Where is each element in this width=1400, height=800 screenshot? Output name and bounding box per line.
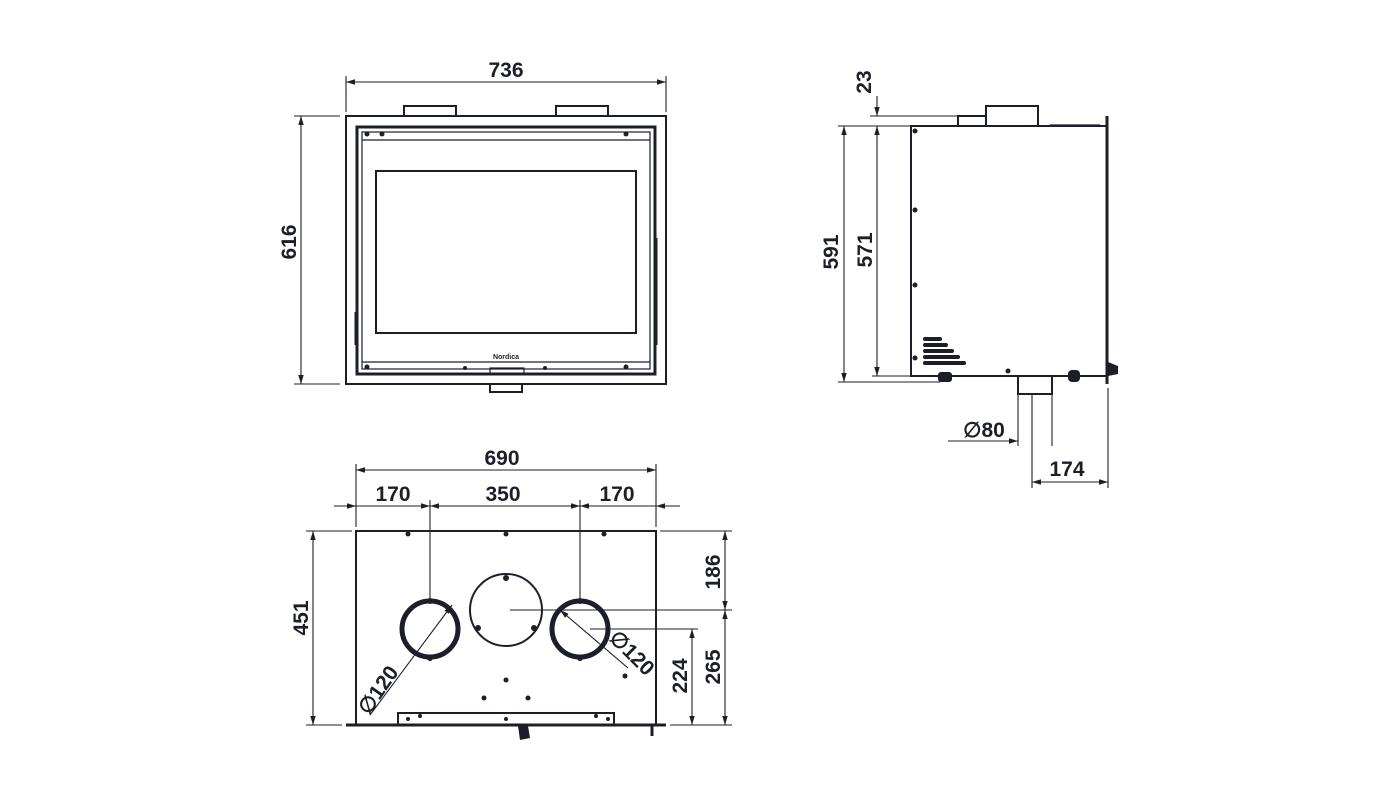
dim-label-350: 350 xyxy=(485,483,520,506)
screw-icon xyxy=(606,717,610,721)
screw-icon xyxy=(912,207,918,213)
front-ash-tray xyxy=(489,367,525,375)
left-outlet-ring xyxy=(399,598,461,660)
dim-label-left-outlet: ∅120 xyxy=(354,662,403,719)
side-view: 23 591 571 ∅80 174 xyxy=(820,70,1118,488)
screw-icon xyxy=(525,695,531,701)
dim-label-186: 186 xyxy=(702,554,725,589)
dim-label-170-right: 170 xyxy=(599,483,634,506)
side-bottom-flue xyxy=(1017,375,1053,395)
screw-icon xyxy=(481,695,487,701)
dim-label-80: ∅80 xyxy=(963,419,1005,442)
dim-label-571: 571 xyxy=(854,232,877,267)
dim-label-23: 23 xyxy=(853,70,876,93)
leader-right-outlet xyxy=(559,609,629,669)
screw-icon xyxy=(379,131,385,137)
dim-label-170-left: 170 xyxy=(375,483,410,506)
screw-icon xyxy=(594,714,598,718)
screw-icon xyxy=(405,531,411,537)
top-view: 690 170 350 170 451 186 224 265 ∅120 ∅12… xyxy=(290,447,732,740)
dim-label-451: 451 xyxy=(290,600,313,635)
screw-icon xyxy=(406,717,410,721)
side-vent-slots xyxy=(923,337,966,365)
screw-icon xyxy=(577,655,583,661)
front-top-stub-left xyxy=(403,105,457,116)
screw-icon xyxy=(364,364,370,370)
screw-icon xyxy=(622,673,628,679)
leader-left-outlet xyxy=(369,604,453,716)
screw-icon xyxy=(427,655,433,661)
dim-label-265: 265 xyxy=(702,649,725,684)
screw-icon xyxy=(601,531,607,537)
screw-icon xyxy=(531,625,537,631)
front-view: Nordica 736 616 xyxy=(278,59,667,393)
dim-label-616: 616 xyxy=(278,224,301,259)
screw-icon xyxy=(503,677,509,683)
front-inner-frame xyxy=(355,125,657,376)
screw-icon xyxy=(463,366,467,370)
screw-icon xyxy=(503,531,509,537)
side-top-stub-large xyxy=(985,105,1039,126)
front-top-stub-right xyxy=(555,105,609,116)
top-handle-knob xyxy=(518,726,530,740)
screw-icon xyxy=(475,625,481,631)
screw-icon xyxy=(623,364,629,370)
top-tray xyxy=(397,712,615,726)
front-bottom-stub xyxy=(489,384,523,393)
side-top-stub-small xyxy=(957,115,987,126)
screw-icon xyxy=(364,131,370,137)
screw-icon xyxy=(912,282,918,288)
front-glass xyxy=(375,170,637,334)
screw-icon xyxy=(912,128,918,134)
dim-label-224: 224 xyxy=(669,658,692,693)
side-foot-right xyxy=(1068,370,1080,382)
side-handle-knob xyxy=(1108,362,1118,376)
screw-icon xyxy=(503,575,509,581)
dim-label-690: 690 xyxy=(484,447,519,470)
screw-icon xyxy=(1005,368,1011,374)
screw-icon xyxy=(912,355,918,361)
dim-label-174: 174 xyxy=(1049,458,1084,481)
brand-logo: Nordica xyxy=(493,354,519,361)
side-foot-left xyxy=(938,372,952,382)
screw-icon xyxy=(623,131,629,137)
screw-icon xyxy=(504,717,508,721)
front-door-frame xyxy=(361,131,651,370)
screw-icon xyxy=(543,366,547,370)
dim-label-736: 736 xyxy=(488,59,523,82)
dim-label-right-outlet: ∅120 xyxy=(605,626,659,680)
front-outer-frame xyxy=(345,115,667,385)
dim-label-591: 591 xyxy=(820,234,843,269)
screw-icon xyxy=(418,714,422,718)
